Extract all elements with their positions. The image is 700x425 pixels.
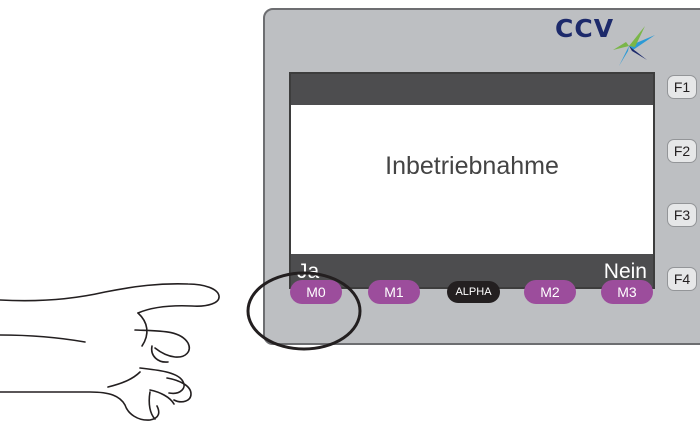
logo-star-icon	[613, 26, 655, 66]
ccv-logo: CCV	[555, 14, 685, 72]
pointing-hand-icon	[0, 283, 220, 421]
terminal-display: Inbetriebnahme Ja Nein	[289, 72, 655, 289]
f2-key[interactable]: F2	[667, 139, 697, 163]
m2-key[interactable]: M2	[524, 280, 576, 304]
m3-key[interactable]: M3	[601, 280, 653, 304]
display-header-bar	[291, 74, 653, 105]
alpha-key[interactable]: ALPHA	[447, 281, 500, 303]
softkey-label-nein: Nein	[603, 260, 647, 283]
m1-key[interactable]: M1	[368, 280, 420, 304]
f1-key[interactable]: F1	[667, 75, 697, 99]
highlight-circle	[246, 271, 362, 351]
f4-key[interactable]: F4	[667, 267, 697, 291]
softkey-label-ja: Ja	[297, 260, 320, 283]
logo-text: CCV	[555, 14, 615, 43]
f3-key[interactable]: F3	[667, 203, 697, 227]
m0-key[interactable]: M0	[290, 280, 342, 304]
display-title: Inbetriebnahme	[385, 152, 559, 180]
